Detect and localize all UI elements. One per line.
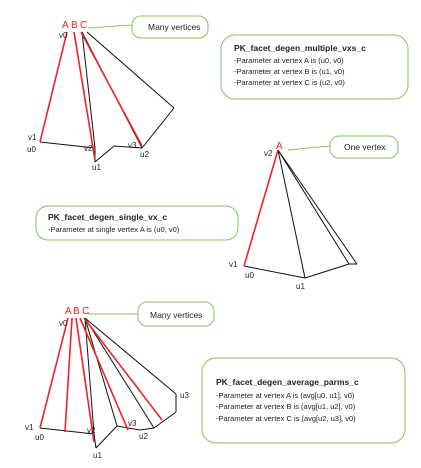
d1-label-v0: v0 — [59, 31, 68, 40]
d2-callout-text: One vertex — [344, 142, 386, 152]
d3-label-v0: v0 — [59, 319, 68, 328]
d3-edge-right-lower — [153, 411, 177, 429]
d3-info-line-1: -Parameter at vertex A is (avg[u0, u1], … — [216, 391, 355, 400]
d1-info-line-3: -Parameter at vertex C is (u2, v0) — [234, 78, 345, 87]
d3-red-edge-1 — [39, 317, 69, 429]
d2-label-v2: v2 — [264, 149, 273, 158]
d3-edge-v3 — [116, 425, 141, 431]
diagram-average-parms: A B C v0 v1 u0 v2 u1 v3 u2 u3 Many verti… — [25, 301, 406, 460]
d3-red-edges — [39, 317, 163, 443]
d3-red-edge-2 — [64, 317, 73, 433]
d1-label-a: A — [62, 20, 69, 31]
d1-edge-right — [141, 107, 175, 149]
d1-label-u0: u0 — [27, 145, 36, 154]
d3-black-edges — [39, 317, 177, 449]
d1-edge-u2-v3 — [113, 145, 143, 149]
d2-edge-top-right — [277, 149, 358, 265]
d2-callout-bubble — [329, 135, 399, 159]
d1-red-edge-c — [80, 31, 143, 147]
d3-label-v1: v1 — [25, 423, 34, 432]
d3-red-edge-3 — [75, 317, 95, 443]
d1-info-box-frame — [220, 34, 409, 100]
d2-red-edge — [243, 149, 279, 267]
d3-info-box: PK_facet_degen_average_parms_c -Paramete… — [201, 357, 406, 444]
d3-callout-text: Many vertices — [150, 310, 202, 320]
d2-callout: One vertex — [287, 135, 399, 159]
d3-callout: Many vertices — [88, 301, 215, 327]
d3-red-edge-4 — [79, 317, 129, 431]
d2-info-box: PK_facet_degen_single_vx_c -Parameter at… — [35, 205, 239, 241]
d1-label-c: C — [80, 20, 87, 31]
d1-label-b: B — [71, 20, 78, 31]
d2-label-u0: u0 — [245, 271, 254, 280]
d2-label-v1: v1 — [229, 260, 238, 269]
d1-callout-text: Many vertices — [148, 22, 200, 32]
d2-label-a: A — [276, 141, 283, 152]
d3-label-v2: v2 — [87, 426, 96, 435]
d1-edge-v2-u0 — [39, 141, 96, 149]
d3-label-u3: u3 — [180, 391, 189, 400]
d1-label-v1: v1 — [28, 133, 37, 142]
d3-edge-v3-u1 — [95, 425, 118, 449]
d1-red-edge-b — [73, 31, 96, 161]
d2-info-box-frame — [35, 205, 239, 241]
d2-info-title: PK_facet_degen_single_vx_c — [48, 212, 167, 222]
d3-edge-v2-u0 — [39, 427, 95, 435]
d3-label-u1: u1 — [93, 451, 102, 460]
d1-red-edges — [39, 31, 143, 161]
d3-edge-to-v2 — [84, 317, 95, 435]
diagram-single-vertex: A v2 v1 u0 u1 One vertex PK_facet_degen_… — [35, 135, 399, 291]
d1-callout-bubble — [131, 15, 209, 39]
d2-edge-inner-1 — [277, 149, 350, 265]
d2-info-line-1: -Parameter at single vertex A is (u0, v0… — [48, 225, 180, 234]
d1-info-title: PK_facet_degen_multiple_vxs_c — [234, 43, 366, 53]
d1-label-v3: v3 — [128, 141, 137, 150]
diagram-multiple-vertices: A B C v0 v1 u0 v2 u1 v3 u2 Many vertices… — [27, 15, 409, 172]
d1-edge-v3-u1 — [94, 145, 115, 163]
d3-label-b: B — [73, 306, 80, 317]
d2-edge-inner-2 — [277, 149, 306, 279]
d3-edge-to-v3 — [84, 317, 118, 427]
d3-label-v3: v3 — [128, 419, 137, 428]
d3-callout-bubble — [137, 301, 215, 327]
d1-callout-pointer — [87, 24, 133, 29]
d2-edge-bottom-right — [304, 263, 350, 279]
d3-label-c: C — [82, 306, 89, 317]
d1-label-v2: v2 — [84, 144, 93, 153]
d3-info-title: PK_facet_degen_average_parms_c — [216, 377, 359, 387]
d3-info-line-2: -Parameter at vertex B is (avg[u1, u2], … — [216, 402, 356, 411]
d2-label-u1: u1 — [296, 282, 305, 291]
d1-info-line-2: -Parameter at vertex B is (u1, v0) — [234, 67, 345, 76]
d3-info-line-3: -Parameter at vertex C is (avg[u2, u3], … — [216, 414, 356, 423]
d2-black-edges — [243, 149, 358, 279]
d1-info-line-1: -Parameter at vertex A is (u0, v0) — [234, 56, 344, 65]
d3-edge-to-u2 — [84, 317, 155, 429]
d1-label-u2: u2 — [140, 150, 149, 159]
d3-red-edge-5 — [83, 317, 163, 421]
d1-label-u1: u1 — [92, 163, 101, 172]
d1-edge-to-v2 — [81, 31, 96, 149]
d3-label-a: A — [65, 306, 72, 317]
d2-callout-pointer — [287, 145, 331, 151]
d3-edge-u1-v2 — [93, 433, 97, 449]
d3-label-u2: u2 — [139, 432, 148, 441]
d1-callout: Many vertices — [87, 15, 209, 39]
d3-edge-u2 — [139, 427, 155, 431]
d1-red-edge-a — [39, 31, 68, 143]
d3-edge-top-right — [84, 317, 177, 395]
d1-info-box: PK_facet_degen_multiple_vxs_c -Parameter… — [220, 34, 409, 100]
d2-edge-bottom-left — [243, 265, 306, 279]
d3-info-box-frame — [201, 357, 406, 444]
d3-label-u0: u0 — [35, 433, 44, 442]
d1-black-edges — [39, 31, 175, 163]
d1-edge-top-right — [86, 31, 175, 109]
